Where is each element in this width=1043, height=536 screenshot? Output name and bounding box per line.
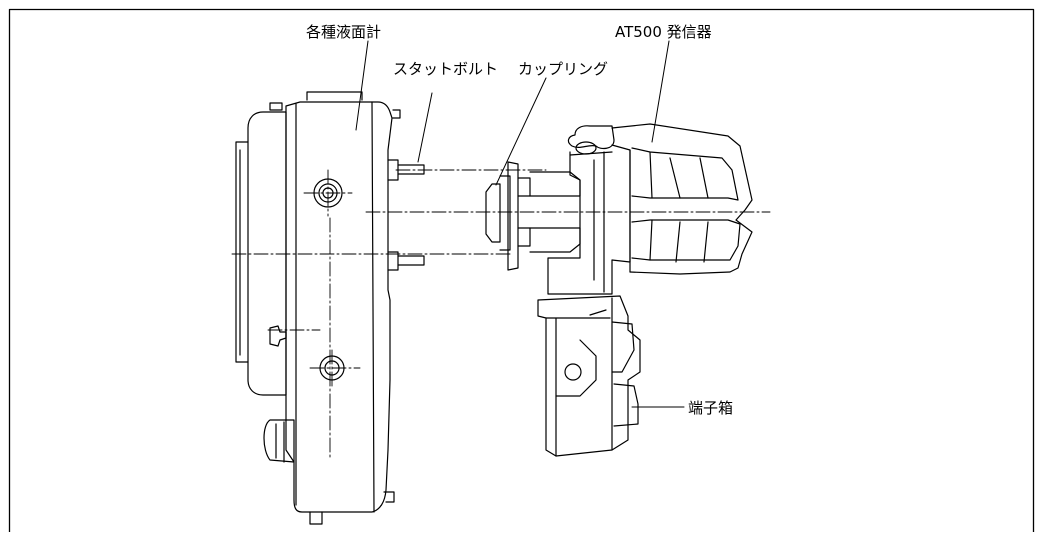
label-level-gauge: 各種液面計 <box>306 23 381 41</box>
diagram-border <box>8 8 1035 536</box>
label-coupling: カップリング <box>518 60 608 78</box>
label-terminal-box: 端子箱 <box>688 399 733 417</box>
level-gauge-drawing <box>235 91 401 525</box>
stud-bolt-drawing <box>397 164 425 266</box>
leader-lines <box>355 40 685 408</box>
label-transmitter: AT500 発信器 <box>615 23 712 41</box>
label-stud-bolt: スタットボルト <box>393 60 498 78</box>
terminal-box-drawing <box>537 295 641 457</box>
transmitter-drawing <box>547 123 753 295</box>
center-lines <box>231 169 771 461</box>
